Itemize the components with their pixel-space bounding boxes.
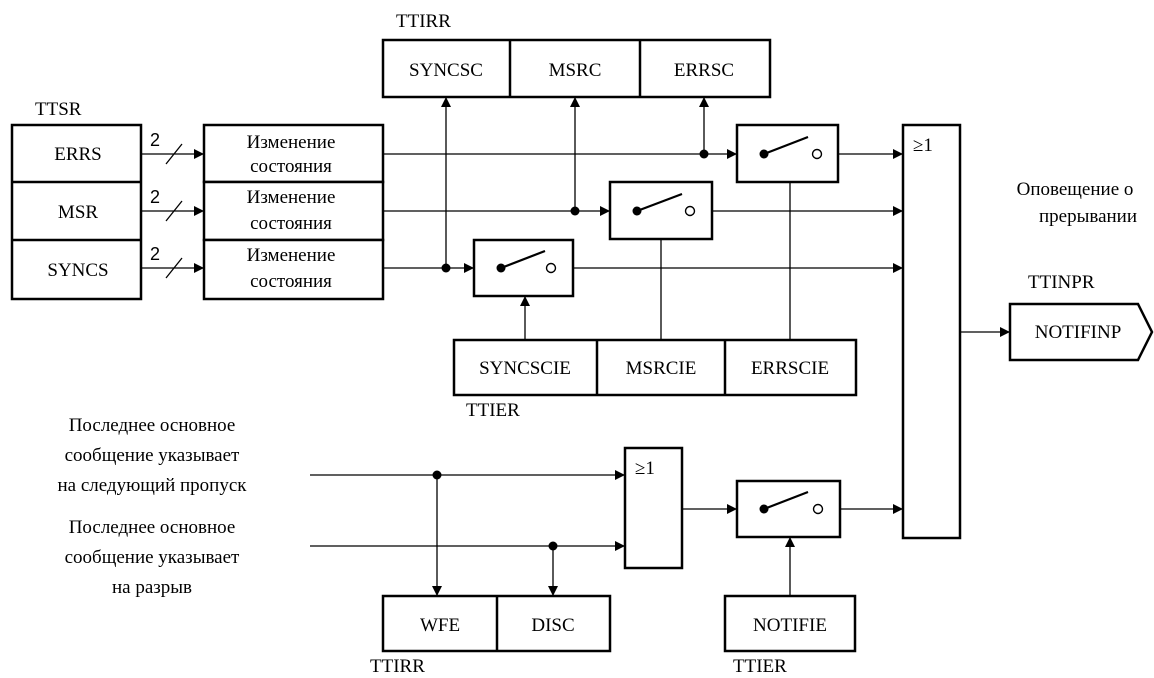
state-change-syncs: Изменение состояния	[202, 238, 385, 301]
notify-caption-line2: прерывании	[1039, 206, 1137, 227]
signal-lines	[383, 97, 903, 340]
bus-width-msr: 2	[150, 187, 160, 207]
syncs-field: SYNCS	[47, 260, 108, 281]
state-change-errs-line1: Изменение	[247, 132, 336, 153]
switch-syncsc	[472, 238, 575, 298]
notifie-field: NOTIFIE	[753, 615, 827, 636]
or-gate-lower: ≥1	[623, 446, 684, 570]
or-gate-main-label: ≥1	[913, 135, 933, 156]
or-gate-main: ≥1	[901, 123, 962, 540]
state-change-errs-line2: состояния	[250, 156, 332, 177]
msr-field: MSR	[58, 202, 98, 223]
switch-msrc	[608, 180, 714, 241]
wfe-field: WFE	[420, 615, 460, 636]
switch-notify	[735, 479, 842, 539]
msrcie-field: MSRCIE	[626, 358, 697, 379]
notifinp-field: NOTIFINP	[1035, 322, 1122, 343]
ttinpr-label: TTINPR	[1028, 272, 1095, 293]
switch-errsc	[735, 123, 840, 184]
ttsr-label: TTSR	[35, 99, 82, 120]
ttirr-bottom-register: WFE DISC	[381, 594, 612, 653]
input-next-gap-line3: на следующий пропуск	[57, 475, 247, 496]
or-gate-lower-label: ≥1	[635, 458, 655, 479]
ttier-mid-register: SYNCSCIE MSRCIE ERRSCIE	[452, 338, 858, 397]
state-change-msr-line1: Изменение	[247, 187, 336, 208]
input-break-line2: сообщение указывает	[65, 547, 240, 568]
ttirr-top-register: SYNCSC MSRC ERRSC	[381, 38, 772, 99]
errs-field: ERRS	[54, 144, 102, 165]
ttier-bottom-label: TTIER	[733, 656, 787, 677]
ttier-mid-label: TTIER	[466, 400, 520, 421]
syncsc-field: SYNCSC	[409, 60, 483, 81]
errscie-field: ERRSCIE	[751, 358, 829, 379]
bus-width-errs: 2	[150, 130, 160, 150]
errsc-field: ERRSC	[674, 60, 734, 81]
lower-signal-lines	[310, 470, 903, 596]
ttirr-bottom-label: TTIRR	[370, 656, 425, 677]
notify-caption-line1: Оповещение о	[1017, 179, 1134, 200]
state-change-syncs-line2: состояния	[250, 271, 332, 292]
input-next-gap-label: Последнее основное сообщение указывает н…	[57, 415, 247, 496]
bus-connections: 2 2 2	[141, 130, 204, 279]
disc-field: DISC	[531, 615, 574, 636]
syncscie-field: SYNCSCIE	[479, 358, 571, 379]
ttinpr-register: NOTIFINP	[1008, 302, 1154, 362]
input-break-line1: Последнее основное	[69, 517, 236, 538]
state-change-msr: Изменение состояния	[202, 180, 385, 242]
input-next-gap-line1: Последнее основное	[69, 415, 236, 436]
state-change-syncs-line1: Изменение	[247, 245, 336, 266]
state-change-msr-line2: состояния	[250, 213, 332, 234]
bus-width-syncs: 2	[150, 244, 160, 264]
msrc-field: MSRC	[549, 60, 602, 81]
input-break-line3: на разрыв	[112, 577, 192, 598]
ttier-bottom-register: NOTIFIE	[723, 594, 857, 653]
state-change-errs: Изменение состояния	[202, 123, 385, 184]
ttsr-register: ERRS MSR SYNCS	[10, 123, 143, 301]
input-next-gap-line2: сообщение указывает	[65, 445, 240, 466]
input-break-label: Последнее основное сообщение указывает н…	[65, 517, 240, 598]
ttirr-top-label: TTIRR	[396, 11, 451, 32]
